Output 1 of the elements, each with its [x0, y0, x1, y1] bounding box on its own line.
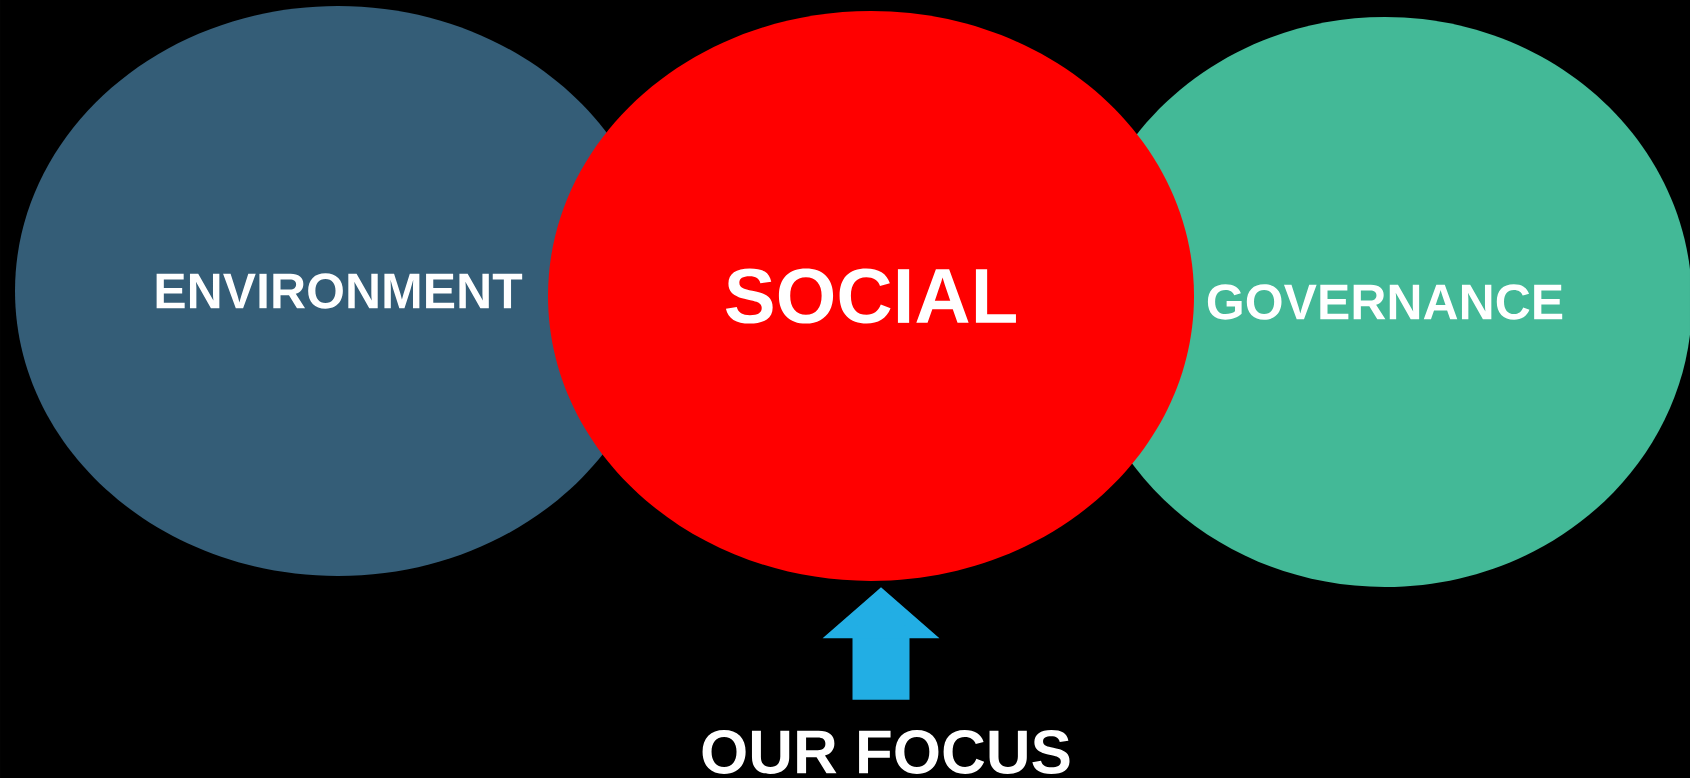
caption-text: OUR FOCUS: [702, 730, 1070, 774]
